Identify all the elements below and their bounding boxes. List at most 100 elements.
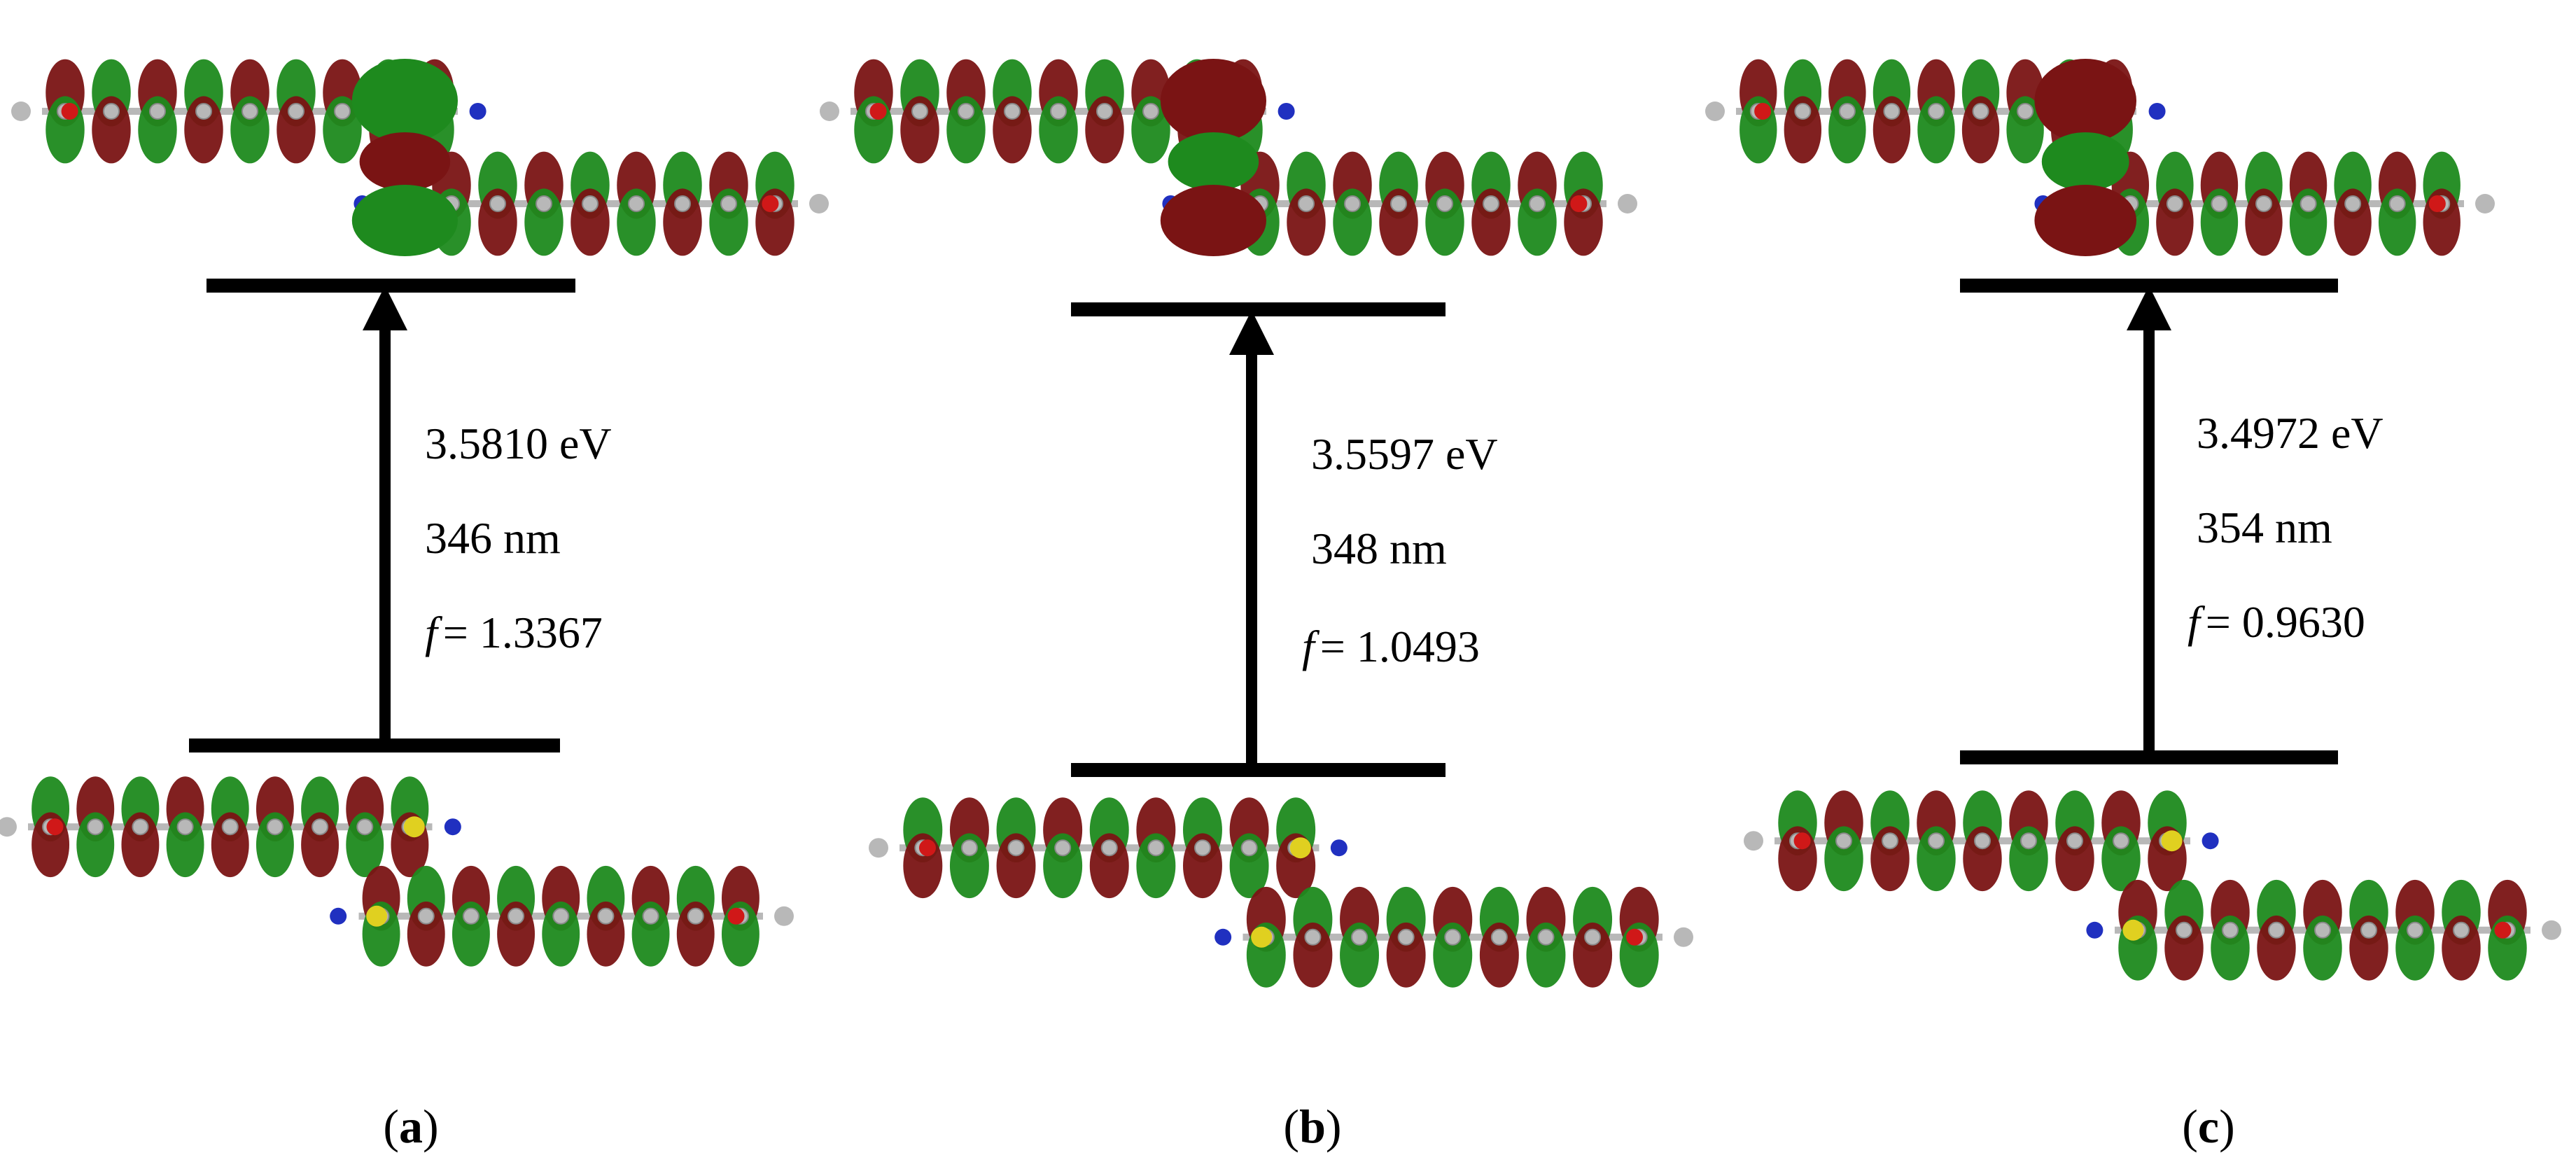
orbital-lobe	[1963, 826, 2002, 892]
oxygen-atom	[727, 907, 745, 925]
sulfur-atom	[1251, 926, 1273, 948]
terminal-atom	[820, 102, 839, 121]
f-symbol-a: f	[425, 608, 443, 657]
orbital-lobe	[1573, 922, 1613, 988]
orbital-lobe	[121, 812, 160, 878]
oxygen-atom	[1793, 832, 1811, 850]
terminal-atom	[809, 194, 829, 214]
carbon-atom	[1490, 928, 1508, 946]
carbon-atom	[266, 818, 284, 836]
carbon-atom	[149, 103, 166, 120]
carbon-atom	[1483, 195, 1499, 212]
carbon-atom	[1436, 195, 1453, 212]
orbital-lobe	[1136, 833, 1176, 899]
orbital-lobe	[587, 901, 625, 967]
carbon-atom	[720, 195, 737, 212]
panel-b: 3.5597 eV 348 nm f= 1.0493 (b)	[820, 59, 1693, 1153]
carbon-atom	[2176, 921, 2192, 939]
orbital-lobe	[2395, 915, 2435, 981]
orbital-lobe	[676, 901, 715, 967]
carbon-atom	[642, 907, 659, 925]
carbon-atom	[221, 818, 239, 836]
orbital-lobe	[1043, 833, 1083, 899]
carbon-atom	[1835, 832, 1852, 850]
carbon-atom	[2314, 921, 2331, 939]
orbital-lobe	[2289, 188, 2328, 256]
orbital-lobe	[166, 812, 204, 878]
orbital-lobe	[1340, 922, 1380, 988]
central-lobe	[1160, 185, 1266, 256]
orbital-lobe	[631, 901, 670, 967]
carbon-atom	[1240, 839, 1258, 857]
carbon-atom	[1838, 103, 1856, 120]
oxygen-atom	[46, 818, 64, 836]
carbon-atom	[288, 103, 304, 120]
terminal-atom	[2475, 194, 2495, 214]
panel-a: 3.5810 eV 346 nm f= 1.3367 (a)	[0, 59, 829, 1153]
orbital-lobe	[524, 188, 564, 256]
carbon-atom	[1928, 832, 1945, 850]
orbital-lobe	[478, 188, 517, 256]
wavelength-label-c: 354 nm	[2197, 503, 2332, 552]
sulfur-atom	[2122, 919, 2144, 941]
central-lobe	[359, 132, 451, 191]
carbon-atom	[628, 195, 645, 212]
carbon-atom	[417, 907, 435, 925]
orbital-lobe	[1085, 96, 1124, 164]
oxygen-atom	[1626, 928, 1644, 946]
carbon-atom	[1537, 928, 1555, 946]
orbital-lobe	[617, 188, 656, 256]
carbon-atom	[1004, 103, 1021, 120]
central-lobe	[1168, 132, 1259, 191]
orbital-lobe	[2211, 915, 2250, 981]
orbital-lobe	[2055, 826, 2094, 892]
orbital-lobe	[451, 901, 490, 967]
oxygen-atom	[2428, 195, 2446, 212]
orbital-lobe	[663, 188, 702, 256]
carbon-atom	[2166, 195, 2183, 212]
oxygen-atom	[1754, 103, 1772, 120]
sulfur-atom	[2161, 830, 2183, 852]
orbital-lobe	[2164, 915, 2204, 981]
orbital-lobe	[2101, 826, 2141, 892]
carbon-atom	[2268, 921, 2285, 939]
panel-c: 3.4972 eV 354 nm f= 0.9630 (c)	[1705, 59, 2561, 1153]
carbon-atom	[958, 103, 974, 120]
orbital-lobe	[1518, 188, 1557, 256]
carbon-atom	[241, 103, 258, 120]
orbital-lobe	[900, 96, 939, 164]
orbital-lobe	[993, 96, 1032, 164]
orbital-lobe	[570, 188, 610, 256]
carbon-atom	[1397, 928, 1415, 946]
nitrogen-atom	[1214, 928, 1232, 946]
lumo-orbital-c	[1705, 59, 2495, 256]
orbital-lobe	[1479, 922, 1519, 988]
carbon-atom	[2255, 195, 2272, 212]
carbon-atom	[1147, 839, 1165, 857]
carbon-atom	[1444, 928, 1462, 946]
carbon-atom	[1050, 103, 1067, 120]
lumo-orbital-b	[820, 59, 1637, 256]
orbital-lobe	[255, 812, 294, 878]
central-lobe	[2034, 185, 2136, 256]
orbital-lobe	[1425, 188, 1464, 256]
orbital-lobe	[1293, 922, 1333, 988]
carbon-atom	[2017, 103, 2034, 120]
carbon-atom	[911, 103, 928, 120]
orbital-lobe	[2303, 915, 2342, 981]
terminal-atom	[869, 838, 888, 858]
carbon-atom	[960, 839, 978, 857]
nitrogen-atom	[2086, 921, 2104, 939]
wavelength-label-b: 348 nm	[1311, 524, 1447, 573]
orbital-lobe	[1433, 922, 1473, 988]
homo-orbital-a	[0, 776, 794, 967]
orbital-lobe	[407, 901, 445, 967]
carbon-atom	[597, 907, 615, 925]
orbital-lobe	[2009, 826, 2048, 892]
orbital-lobe	[1182, 833, 1222, 899]
carbon-atom	[334, 103, 351, 120]
orbital-lobe	[2257, 915, 2296, 981]
orbital-lobe	[230, 96, 270, 164]
carbon-atom	[582, 195, 598, 212]
orbital-lobe	[1872, 96, 1911, 164]
